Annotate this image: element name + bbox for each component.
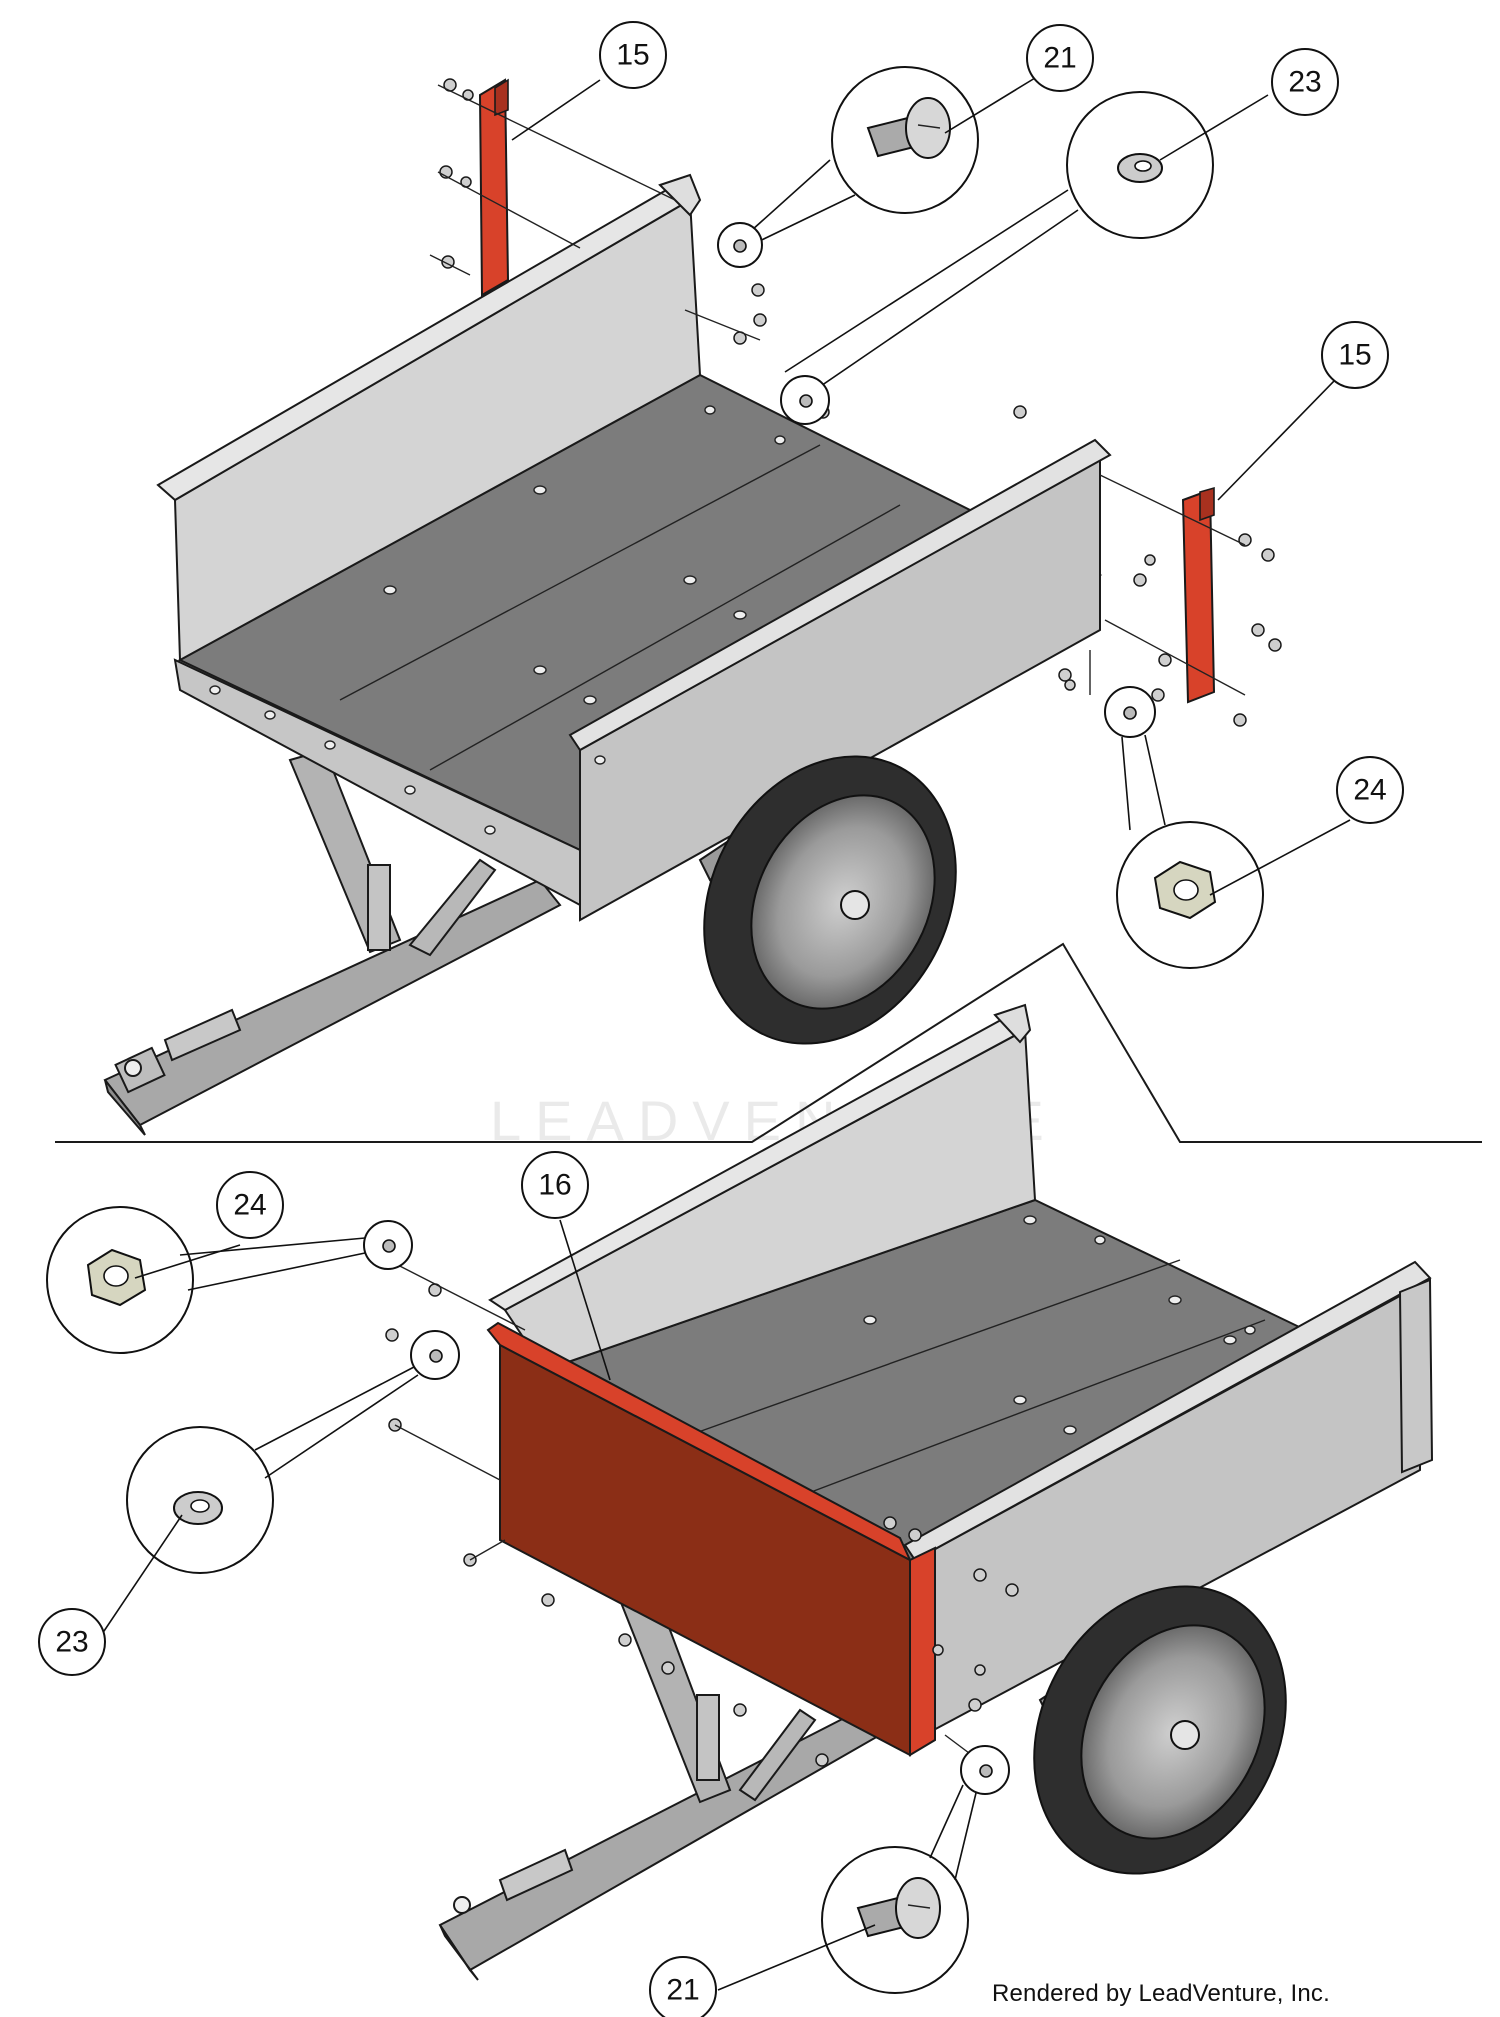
callout-15-top-right: 15: [1321, 321, 1389, 389]
bottom-detail-bolt-21: [821, 1745, 1010, 1994]
callout-label: 21: [666, 1974, 699, 2007]
top-detail-bolt-21: [744, 66, 979, 249]
callout-label: 16: [538, 1169, 571, 1202]
bottom-detail-washer-23: [126, 1330, 460, 1574]
callout-15-top-left: 15: [599, 21, 667, 89]
top-detail-washer-23: [784, 91, 1214, 391]
top-wheel: [703, 755, 957, 1045]
top-detail-nut-24: [1104, 686, 1264, 969]
callout-21-bottom: 21: [649, 1956, 717, 2017]
callout-23-top: 23: [1271, 48, 1339, 116]
callout-label: 21: [1043, 42, 1076, 75]
callout-24-top: 24: [1336, 756, 1404, 824]
top-detail-washer-23-small: [780, 375, 830, 425]
callout-leaders: [97, 77, 1351, 1991]
callout-label: 15: [616, 39, 649, 72]
callout-16-bottom: 16: [521, 1151, 589, 1219]
callout-label: 15: [1338, 339, 1371, 372]
bottom-cart-assembly: [381, 1003, 1434, 1981]
render-credit: Rendered by LeadVenture, Inc.: [991, 1980, 1330, 2007]
top-bracket-left: [478, 78, 510, 297]
callout-24-bottom: 24: [216, 1171, 284, 1239]
callout-21-top: 21: [1026, 24, 1094, 92]
callout-label: 24: [1353, 774, 1386, 807]
callout-label: 24: [233, 1189, 266, 1222]
top-detail-bolt-21-small: [717, 222, 763, 268]
view-divider: [55, 942, 1482, 1143]
callout-label: 23: [55, 1626, 88, 1659]
bottom-wheel: [1033, 1585, 1287, 1875]
top-cart-assembly: [103, 78, 1282, 1136]
bottom-detail-nut-24: [46, 1206, 413, 1354]
callout-label: 23: [1288, 66, 1321, 99]
callout-23-bottom: 23: [38, 1608, 106, 1676]
